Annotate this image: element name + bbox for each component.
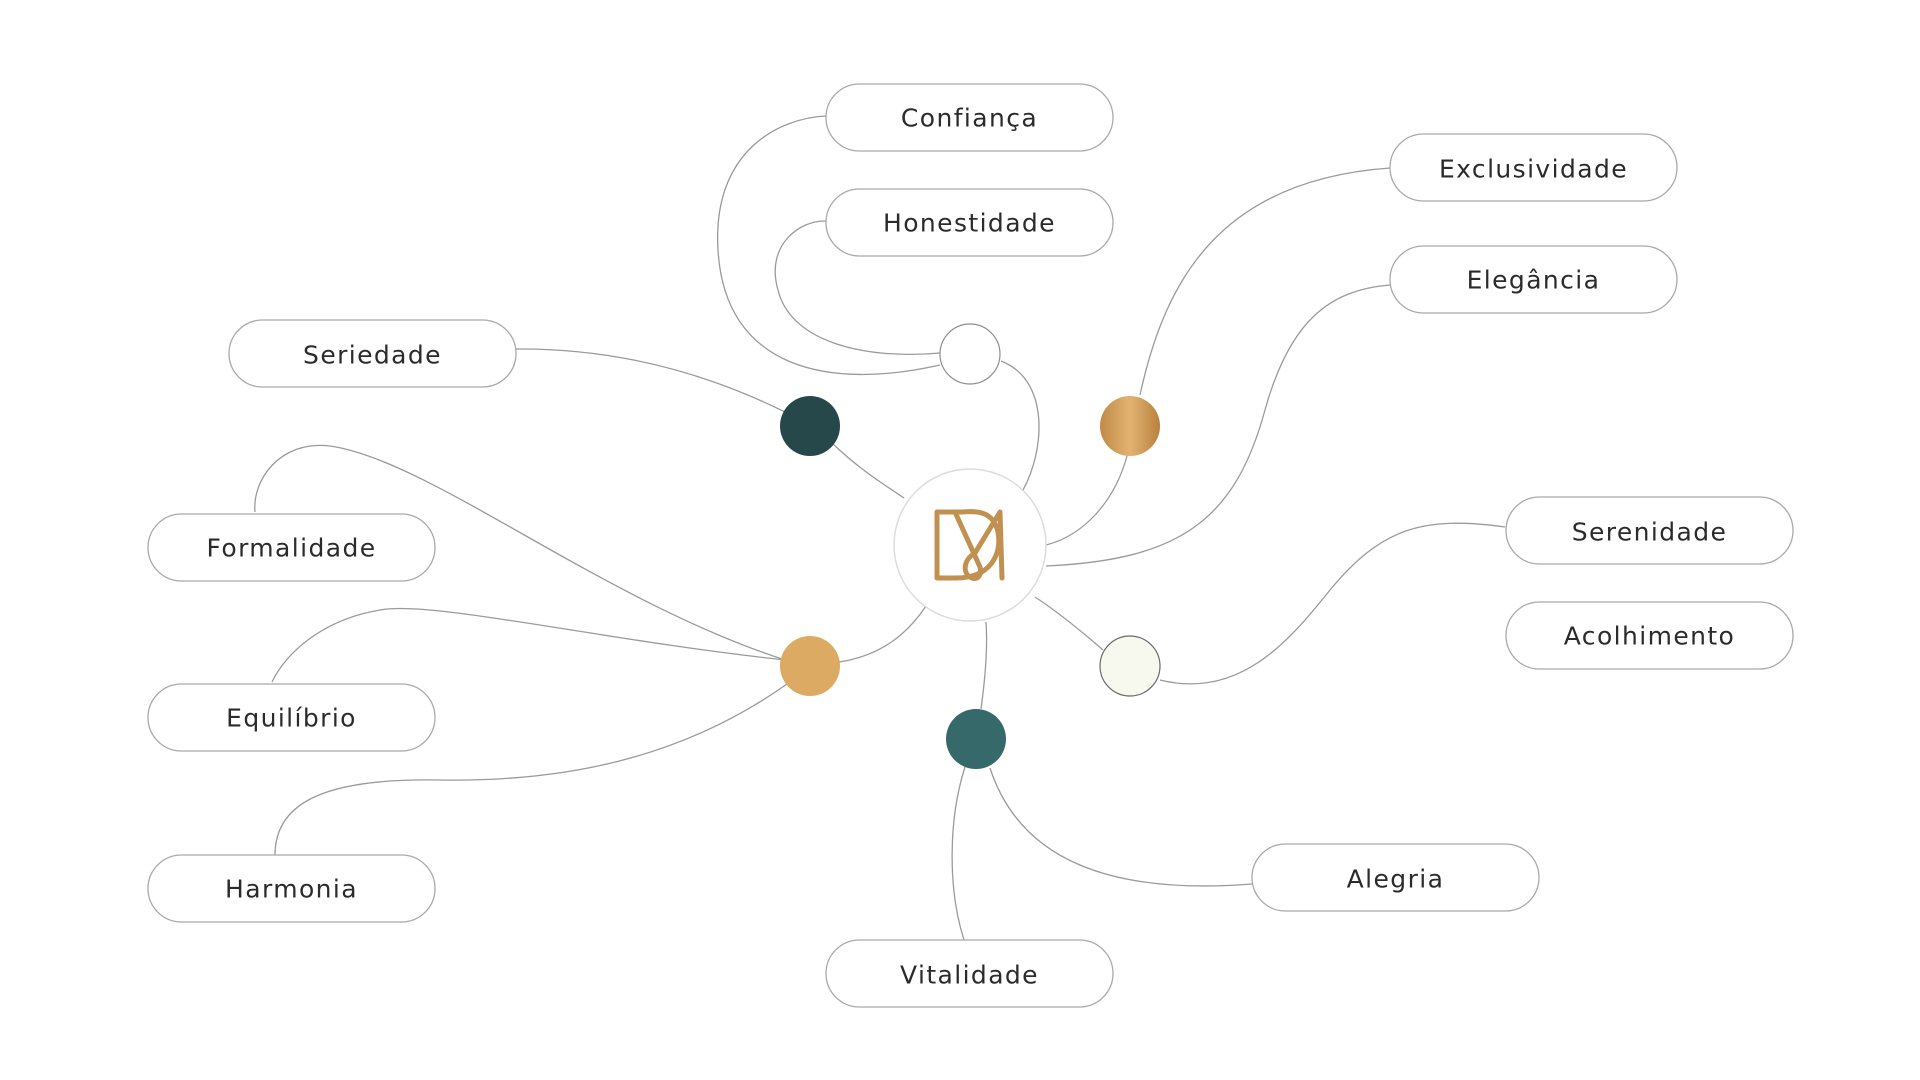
label-equilibrio: Equilíbrio [226, 704, 357, 733]
label-serenidade: Serenidade [1572, 518, 1728, 547]
pill-acolhimento: Acolhimento [1505, 601, 1794, 670]
pill-formalidade: Formalidade [147, 513, 436, 582]
connector-confianca [717, 115, 941, 376]
swatch-ivory [1099, 635, 1161, 697]
connector-elegancia [1045, 284, 1391, 567]
connector-equilibrio [271, 607, 786, 683]
connector-darkgreen-center [831, 442, 905, 499]
dm-monogram-icon [934, 509, 1005, 581]
label-acolhimento: Acolhimento [1564, 622, 1736, 651]
connector-serenidade [1159, 522, 1506, 685]
swatch-sand [780, 636, 840, 696]
connector-seriedade [514, 348, 786, 413]
pill-seriedade: Seriedade [228, 319, 517, 388]
logo-m-stroke [952, 509, 1005, 581]
label-elegancia: Elegância [1467, 266, 1601, 295]
pill-honestidade: Honestidade [825, 188, 1114, 257]
connector-white-center [1000, 360, 1040, 491]
pill-harmonia: Harmonia [147, 854, 436, 923]
connector-vitalidade [951, 766, 966, 941]
connector-ivory-center [1034, 596, 1104, 651]
connectors [254, 115, 1506, 941]
label-seriedade: Seriedade [303, 341, 442, 370]
pill-vitalidade: Vitalidade [825, 939, 1114, 1008]
connector-teal-center [980, 621, 988, 710]
connector-exclusividade [1139, 167, 1391, 396]
connector-gold-center [1045, 455, 1128, 546]
label-confianca: Confiança [901, 104, 1038, 133]
swatch-gold [1100, 396, 1160, 456]
connector-formalidade [254, 444, 786, 661]
label-vitalidade: Vitalidade [900, 961, 1039, 990]
pill-confianca: Confiança [825, 83, 1114, 152]
label-harmonia: Harmonia [225, 875, 358, 904]
pill-exclusividade: Exclusividade [1389, 133, 1678, 202]
labels: Confiança Honestidade Exclusividade Eleg… [147, 83, 1794, 1008]
label-formalidade: Formalidade [206, 534, 376, 563]
pill-equilibrio: Equilíbrio [147, 683, 436, 752]
swatches [780, 323, 1161, 769]
swatch-teal [946, 709, 1006, 769]
swatch-white [939, 323, 1001, 385]
pill-alegria: Alegria [1251, 843, 1540, 912]
center-logo [893, 468, 1047, 622]
pill-elegancia: Elegância [1389, 245, 1678, 314]
connector-sand-center [838, 605, 927, 663]
pill-serenidade: Serenidade [1505, 496, 1794, 565]
connector-alegria [989, 767, 1253, 887]
label-honestidade: Honestidade [883, 209, 1056, 238]
label-exclusividade: Exclusividade [1439, 155, 1628, 184]
connector-harmonia [274, 683, 788, 856]
swatch-dark-green [780, 396, 840, 456]
connector-honestidade [774, 220, 941, 356]
label-alegria: Alegria [1347, 865, 1445, 894]
